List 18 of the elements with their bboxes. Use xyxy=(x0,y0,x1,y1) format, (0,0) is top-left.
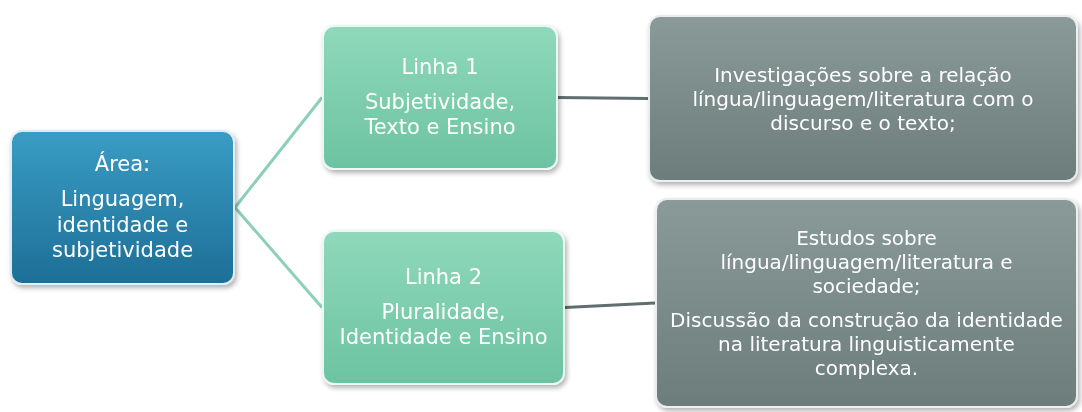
connector-line xyxy=(233,206,324,309)
box-text: Pluralidade, Identidade e Ensino xyxy=(338,299,549,351)
rounded-box xyxy=(648,15,1078,182)
connector-line xyxy=(233,96,324,209)
box-text: Linguagem, identidade e subjetividade xyxy=(50,187,195,263)
rounded-box xyxy=(322,230,565,385)
box-text: Linha 1 xyxy=(401,54,479,80)
rounded-box xyxy=(322,25,558,170)
rounded-box xyxy=(10,130,235,285)
box-text: Investigações sobre a relação língua/linguagem/literatura com o discurso e o texto; xyxy=(691,62,1035,135)
connector-line xyxy=(564,301,656,309)
box-text: Área: xyxy=(94,152,151,178)
connector-line xyxy=(558,96,648,100)
box-text: Estudos sobre língua/linguagem/literatura e sociedade; xyxy=(719,226,1014,298)
box-text: Discussão da construção da identidade na literatura linguisticamente complexa. xyxy=(669,308,1064,380)
rounded-box xyxy=(655,198,1078,408)
box-text: Linha 2 xyxy=(404,264,483,290)
box-text: Subjetividade, Texto e Ensino xyxy=(363,89,517,141)
